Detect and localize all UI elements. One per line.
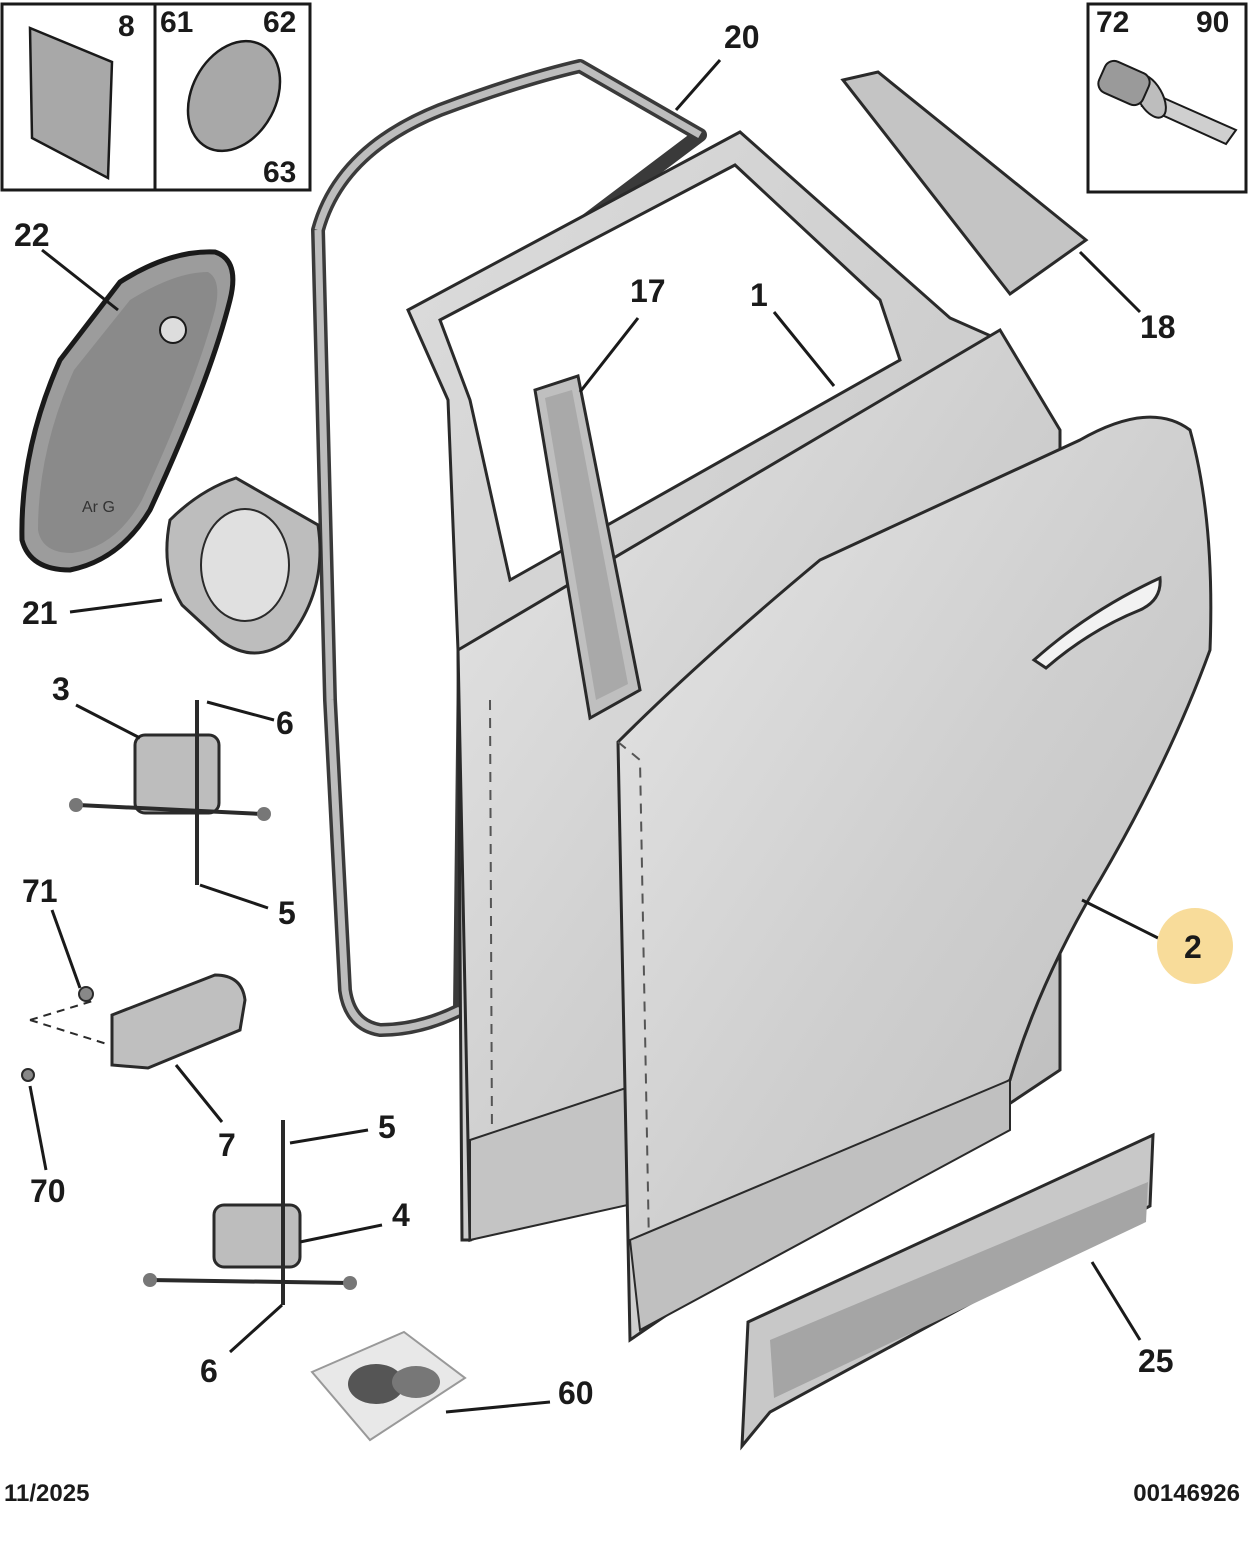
door-check-link xyxy=(21,973,247,1082)
lower-hinge xyxy=(143,1120,357,1305)
round-plug-icon xyxy=(186,39,282,153)
callout-labels: 20 17 1 18 22 21 3 6 5 71 7 70 5 4 6 60 … xyxy=(14,19,1202,1411)
footer-date: 11/2025 xyxy=(4,1480,90,1507)
upper-hinge xyxy=(69,700,271,885)
callout-71[interactable]: 71 xyxy=(22,873,58,909)
panel-marking: Ar G xyxy=(82,499,115,516)
rivet-icon xyxy=(1097,59,1238,146)
label-72[interactable]: 72 xyxy=(1096,6,1129,39)
callout-4[interactable]: 4 xyxy=(392,1197,410,1233)
label-61[interactable]: 61 xyxy=(160,6,193,39)
callout-6-top[interactable]: 6 xyxy=(276,705,294,741)
label-8[interactable]: 8 xyxy=(118,10,135,43)
inset-box-seals: 8 61 62 63 xyxy=(0,2,312,192)
callout-2[interactable]: 2 xyxy=(1184,929,1202,965)
callout-60[interactable]: 60 xyxy=(558,1375,594,1411)
callout-21[interactable]: 21 xyxy=(22,595,58,631)
callout-6-bottom[interactable]: 6 xyxy=(200,1353,218,1389)
adhesive-sheet-icon xyxy=(28,26,114,181)
check-strap-bracket xyxy=(165,476,322,655)
callout-17[interactable]: 17 xyxy=(630,273,666,309)
callout-20[interactable]: 20 xyxy=(724,19,760,55)
callout-5-bottom[interactable]: 5 xyxy=(378,1109,396,1145)
leader-lines xyxy=(28,59,1159,1414)
callout-18[interactable]: 18 xyxy=(1140,309,1176,345)
callout-22[interactable]: 22 xyxy=(14,217,50,253)
selected-part-highlight xyxy=(1157,908,1233,984)
callout-3[interactable]: 3 xyxy=(52,671,70,707)
footer-diagram-code: 00146926 xyxy=(1133,1480,1240,1507)
callout-7[interactable]: 7 xyxy=(218,1127,236,1163)
door-protection-strip xyxy=(740,1132,1155,1451)
door-outer-panel xyxy=(616,415,1213,1343)
callout-1[interactable]: 1 xyxy=(750,277,768,313)
callout-25[interactable]: 25 xyxy=(1138,1343,1174,1379)
sealing-kit xyxy=(310,1330,467,1442)
inset-box-rivet: 72 90 xyxy=(1086,2,1248,194)
label-90[interactable]: 90 xyxy=(1196,6,1229,39)
inner-trim-cover: Ar G xyxy=(19,249,236,573)
callout-5-top[interactable]: 5 xyxy=(278,895,296,931)
label-63[interactable]: 63 xyxy=(263,156,296,189)
quarter-trim xyxy=(840,70,1089,297)
callout-70[interactable]: 70 xyxy=(30,1173,66,1209)
label-62[interactable]: 62 xyxy=(263,6,296,39)
